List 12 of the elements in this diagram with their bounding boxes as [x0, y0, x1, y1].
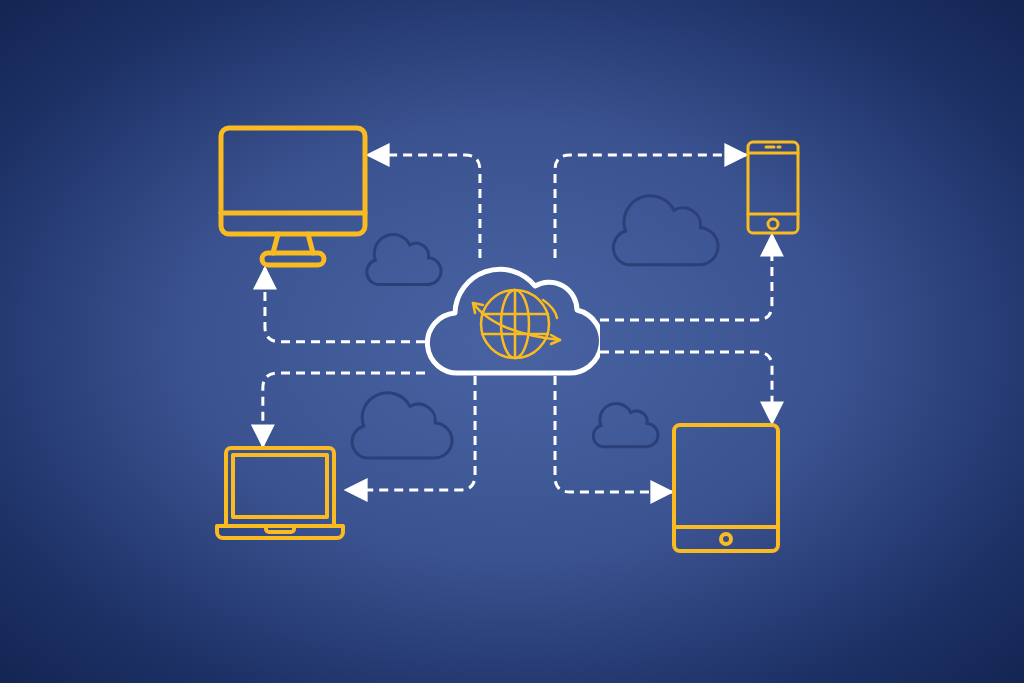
dashed-arrow — [553, 143, 749, 258]
laptop-icon — [214, 446, 346, 541]
dashed-arrow — [365, 143, 482, 258]
dashed-arrow — [600, 350, 784, 426]
smartphone-icon — [746, 140, 800, 235]
dashed-arrow — [250, 371, 425, 449]
dashed-arrow — [252, 265, 425, 344]
dashed-arrow — [343, 376, 477, 502]
dashed-arrow — [600, 232, 784, 322]
dashed-arrow — [553, 376, 675, 504]
desktop-monitor-icon — [218, 125, 368, 268]
tablet-icon — [672, 423, 780, 553]
